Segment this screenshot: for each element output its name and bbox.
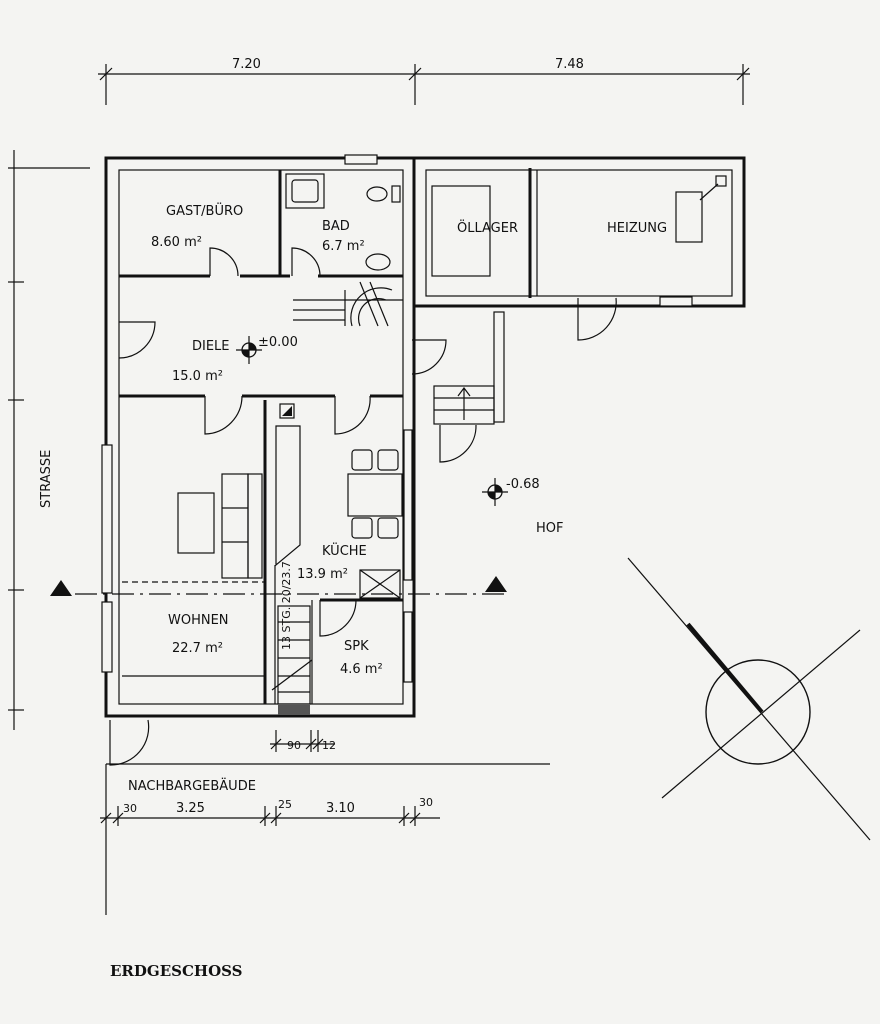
room-gast-buero-area: 8.60 m² <box>151 235 202 250</box>
dimension-top-left: 7.20 <box>232 57 261 72</box>
neighbour-label: NACHBARGEBÄUDE <box>128 778 256 794</box>
room-heizung-name: HEIZUNG <box>607 221 667 236</box>
room-diele-name: DIELE <box>192 339 230 354</box>
room-bad-name: BAD <box>322 219 350 234</box>
dimension-stair-wall: 12 <box>322 739 336 752</box>
room-wohnen-name: WOHNEN <box>168 613 229 628</box>
room-kueche-area: 13.9 m² <box>297 567 348 582</box>
level-marker-yard <box>482 478 508 506</box>
doors <box>109 247 617 766</box>
room-spk-name: SPK <box>344 639 369 654</box>
exterior-steps <box>433 385 495 425</box>
street-line <box>8 150 90 730</box>
outer-walls <box>104 156 746 718</box>
top-dimension-line <box>98 64 750 105</box>
windows <box>101 154 693 683</box>
north-arrow-icon <box>627 557 871 841</box>
oil-tank <box>431 185 491 277</box>
dimension-bottom-1: 30 <box>123 802 137 815</box>
level-yard: -0.68 <box>506 477 540 492</box>
interior-walls <box>119 170 403 704</box>
level-marker-interior <box>236 336 262 364</box>
street-label: STRASSE <box>39 450 54 508</box>
drawing-title: ERDGESCHOSS <box>110 962 243 980</box>
dimension-bottom-2: 3.25 <box>176 801 205 816</box>
yard-label: HOF <box>536 521 564 536</box>
dimension-stair-width: 90 <box>287 739 301 752</box>
dimension-bottom-4: 3.10 <box>326 801 355 816</box>
room-oellager-name: ÖLLAGER <box>457 219 518 236</box>
room-kueche-name: KÜCHE <box>322 542 367 559</box>
neighbour-boundary <box>105 763 550 915</box>
dimension-top-right: 7.48 <box>555 57 584 72</box>
living-furniture <box>122 473 265 677</box>
boiler <box>675 175 727 243</box>
dimension-bottom-5: 30 <box>419 796 433 809</box>
room-bad-area: 6.7 m² <box>322 239 365 254</box>
bathroom-fixtures <box>285 173 401 271</box>
main-staircase <box>293 281 403 327</box>
basement-stair <box>271 605 313 715</box>
stair-note: 13 STG. 20/23.7 <box>280 561 293 650</box>
room-gast-buero-name: GAST/BÜRO <box>166 202 243 219</box>
section-line <box>50 576 510 596</box>
bottom-dimension-line <box>100 806 440 826</box>
level-interior: ±0.00 <box>258 335 298 350</box>
room-wohnen-area: 22.7 m² <box>172 641 223 656</box>
stair-dimension-line <box>270 730 335 752</box>
room-diele-area: 15.0 m² <box>172 369 223 384</box>
kitchen-fixtures <box>275 403 403 599</box>
room-spk-area: 4.6 m² <box>340 662 383 677</box>
dimension-bottom-3: 25 <box>278 798 292 811</box>
